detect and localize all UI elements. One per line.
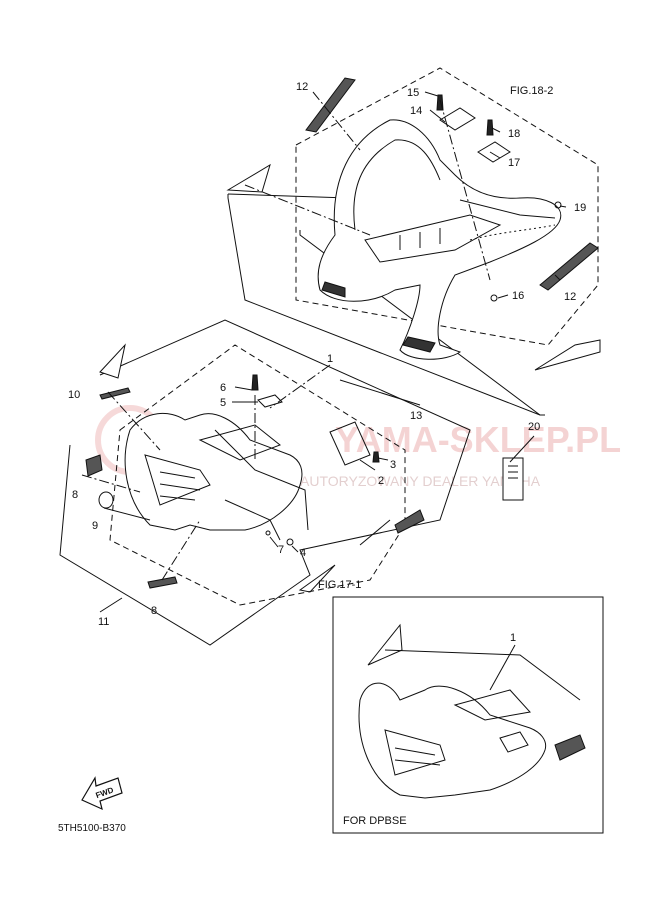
callout-2: 2 bbox=[378, 475, 384, 487]
callout-1: 1 bbox=[327, 353, 333, 365]
callout-9: 9 bbox=[92, 520, 98, 532]
callout-18: 18 bbox=[508, 128, 520, 140]
callout-19: 19 bbox=[574, 202, 586, 214]
callout-8b: 8 bbox=[151, 605, 157, 617]
callout-14: 14 bbox=[410, 105, 422, 117]
rear-fender-group bbox=[226, 67, 601, 416]
callout-12a: 12 bbox=[296, 81, 308, 93]
callout-5: 5 bbox=[220, 397, 226, 409]
callout-16: 16 bbox=[512, 290, 524, 302]
fig-ref-18-2: FIG.18-2 bbox=[510, 85, 553, 97]
inset-callout-1: 1 bbox=[510, 632, 516, 644]
callout-7: 7 bbox=[278, 544, 284, 556]
inset-caption: FOR DPBSE bbox=[343, 815, 407, 827]
callout-11: 11 bbox=[98, 616, 109, 628]
watermark-sub: AUTORYZOWANY DEALER YAMAHA bbox=[300, 473, 541, 489]
inset-dpbse-box bbox=[332, 596, 604, 834]
callout-8a: 8 bbox=[72, 489, 78, 501]
callout-labels: 1 2 3 4 5 6 7 8 8 9 10 11 12 12 13 14 15… bbox=[68, 81, 586, 644]
fwd-arrow-icon: FWD bbox=[81, 776, 123, 811]
callout-20: 20 bbox=[528, 421, 540, 433]
callout-10: 10 bbox=[68, 389, 80, 401]
watermark-main: YAMA-SKLEP.PL bbox=[335, 419, 621, 460]
callout-15: 15 bbox=[407, 87, 419, 99]
callout-17: 17 bbox=[508, 157, 520, 169]
figure-code: 5TH5100-B370 bbox=[58, 823, 126, 834]
callout-13: 13 bbox=[410, 410, 422, 422]
callout-3: 3 bbox=[390, 459, 396, 471]
callout-12b: 12 bbox=[564, 291, 576, 303]
watermark: YAMA-SKLEP.PL AUTORYZOWANY DEALER YAMAHA bbox=[95, 405, 621, 489]
callout-4: 4 bbox=[300, 547, 306, 559]
front-fender-group bbox=[59, 319, 471, 646]
callout-6: 6 bbox=[220, 382, 226, 394]
fig-ref-17-1: FIG.17-1 bbox=[318, 579, 361, 591]
part-20-tag bbox=[502, 435, 535, 501]
